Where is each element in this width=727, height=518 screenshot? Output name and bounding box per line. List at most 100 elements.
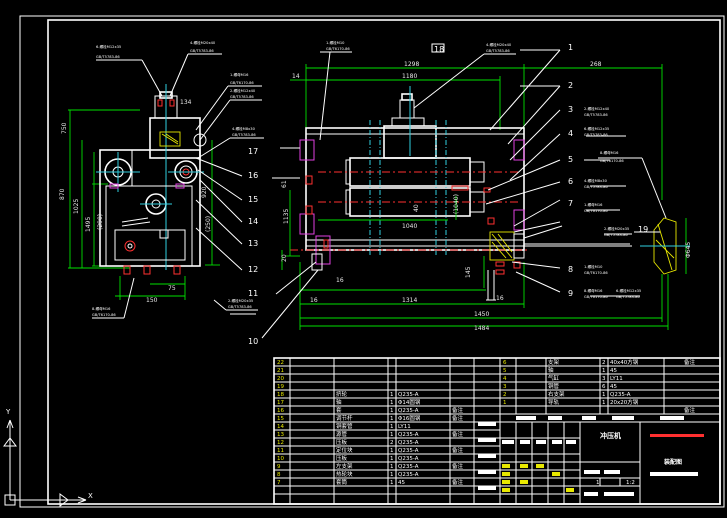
callout-12: 12: [248, 265, 258, 274]
svg-text:(1040): (1040): [453, 194, 460, 214]
svg-text:备注: 备注: [452, 446, 464, 454]
svg-text:4-螺栓M20x40: 4-螺栓M20x40: [486, 42, 512, 47]
svg-text:1040: 1040: [402, 223, 417, 230]
svg-text:Y: Y: [5, 408, 11, 416]
svg-text:4-螺栓M20x40: 4-螺栓M20x40: [190, 40, 216, 45]
svg-text:6: 6: [602, 384, 606, 390]
svg-text:7: 7: [277, 480, 281, 486]
svg-text:Q235-A: Q235-A: [398, 456, 419, 462]
sheet-border: [19, 15, 725, 508]
svg-text:备注: 备注: [684, 358, 696, 366]
svg-text:Q235-A: Q235-A: [398, 472, 419, 478]
callout-16: 16: [248, 171, 258, 180]
svg-text:6-螺栓M12x35: 6-螺栓M12x35: [584, 126, 609, 131]
svg-text:1: 1: [390, 472, 394, 478]
svg-text:4: 4: [503, 376, 507, 382]
svg-text:轴: 轴: [336, 398, 342, 406]
svg-text:GB/T5783-86: GB/T5783-86: [230, 95, 254, 99]
svg-text:套: 套: [336, 406, 342, 414]
svg-text:GB/T6170-86: GB/T6170-86: [92, 313, 116, 317]
svg-text:1: 1: [390, 400, 394, 406]
svg-text:14: 14: [277, 424, 284, 430]
ucs-icon: Y X: [3, 408, 93, 507]
svg-text:1: 1: [596, 480, 600, 486]
svg-text:Φ16圆钢: Φ16圆钢: [398, 414, 421, 422]
svg-text:1: 1: [602, 392, 606, 398]
svg-text:GB/T5783-86: GB/T5783-86: [584, 113, 608, 117]
svg-text:压板: 压板: [336, 438, 348, 446]
svg-text:40: 40: [413, 204, 420, 212]
svg-text:备注: 备注: [452, 430, 464, 438]
svg-text:870: 870: [59, 188, 66, 200]
svg-text:45: 45: [610, 368, 617, 374]
svg-text:1135: 1135: [283, 209, 290, 224]
callout-18: 18: [434, 45, 444, 54]
svg-text:134: 134: [180, 99, 192, 106]
callout-17: 17: [248, 147, 258, 156]
svg-text:20x20方钢: 20x20方钢: [610, 398, 639, 406]
svg-text:1025: 1025: [73, 199, 80, 214]
svg-text:Q235-A: Q235-A: [398, 392, 419, 398]
svg-text:22: 22: [277, 360, 284, 366]
svg-text:20: 20: [281, 254, 288, 262]
svg-text:18: 18: [277, 392, 284, 398]
svg-text:1: 1: [390, 424, 394, 430]
svg-text:调节杆: 调节杆: [336, 414, 353, 422]
svg-text:1: 1: [602, 400, 606, 406]
svg-text:1: 1: [390, 432, 394, 438]
svg-text:20: 20: [277, 376, 284, 382]
svg-text:750: 750: [61, 122, 68, 134]
svg-text:2: 2: [602, 360, 606, 366]
svg-text:1450: 1450: [474, 311, 489, 318]
svg-text:(250): (250): [205, 216, 212, 232]
svg-text:6-螺栓M12x35: 6-螺栓M12x35: [616, 288, 641, 293]
svg-text:4-螺栓M8x30: 4-螺栓M8x30: [584, 178, 608, 183]
svg-text:GB/T5783-86: GB/T5783-86: [616, 295, 640, 299]
callout-4: 4: [568, 129, 573, 138]
svg-text:1: 1: [390, 464, 394, 470]
svg-text:GB/T5783-86: GB/T5783-86: [584, 185, 608, 189]
callout-14: 14: [248, 217, 258, 226]
svg-text:13: 13: [277, 432, 284, 438]
svg-text:1: 1: [390, 448, 394, 454]
svg-text:Q235-A: Q235-A: [398, 440, 419, 446]
callout-8: 8: [568, 265, 573, 274]
svg-text:备注: 备注: [452, 478, 464, 486]
callout-10: 10: [248, 337, 258, 346]
svg-text:2-螺栓M12x40: 2-螺栓M12x40: [584, 106, 610, 111]
svg-text:75: 75: [168, 285, 176, 292]
svg-text:LY11: LY11: [398, 424, 411, 430]
bom-table: 22 21 20 19 18 17 16 15 14 13 12 11 10 9…: [277, 358, 696, 486]
svg-text:定位块: 定位块: [336, 446, 353, 454]
svg-text:21: 21: [277, 368, 284, 374]
svg-text:1-螺母M16: 1-螺母M16: [584, 202, 603, 207]
svg-text:2: 2: [390, 440, 394, 446]
svg-text:Φ14圆钢: Φ14圆钢: [398, 398, 421, 406]
svg-text:GB/T6170-86: GB/T6170-86: [326, 47, 350, 51]
svg-text:Q235-A: Q235-A: [398, 448, 419, 454]
callout-6: 6: [568, 177, 573, 186]
svg-text:2-螺栓M20x35: 2-螺栓M20x35: [228, 298, 253, 303]
svg-text:11: 11: [277, 448, 284, 454]
svg-text:1: 1: [390, 456, 394, 462]
front-view-leaders: [230, 49, 667, 339]
svg-text:压板: 压板: [336, 454, 348, 462]
svg-text:1: 1: [390, 416, 394, 422]
side-view-leaders: [92, 53, 264, 319]
svg-text:GB/T5783-86: GB/T5783-86: [486, 49, 510, 53]
svg-text:套筒: 套筒: [336, 478, 348, 486]
svg-text:源管: 源管: [336, 430, 348, 438]
svg-text:16: 16: [336, 277, 344, 284]
side-view: 750 870 1025 1495 (290) (250) 150 75 134…: [59, 84, 220, 304]
svg-text:2-螺栓M20x35: 2-螺栓M20x35: [604, 226, 629, 231]
callout-13: 13: [248, 239, 258, 248]
svg-text:GB/T6170-86: GB/T6170-86: [600, 159, 624, 163]
svg-text:支架: 支架: [548, 358, 560, 366]
svg-text:12: 12: [277, 440, 284, 446]
svg-text:145: 145: [465, 266, 472, 278]
svg-text:Q235-A: Q235-A: [398, 432, 419, 438]
callout-3: 3: [568, 105, 573, 114]
svg-text:1: 1: [390, 480, 394, 486]
